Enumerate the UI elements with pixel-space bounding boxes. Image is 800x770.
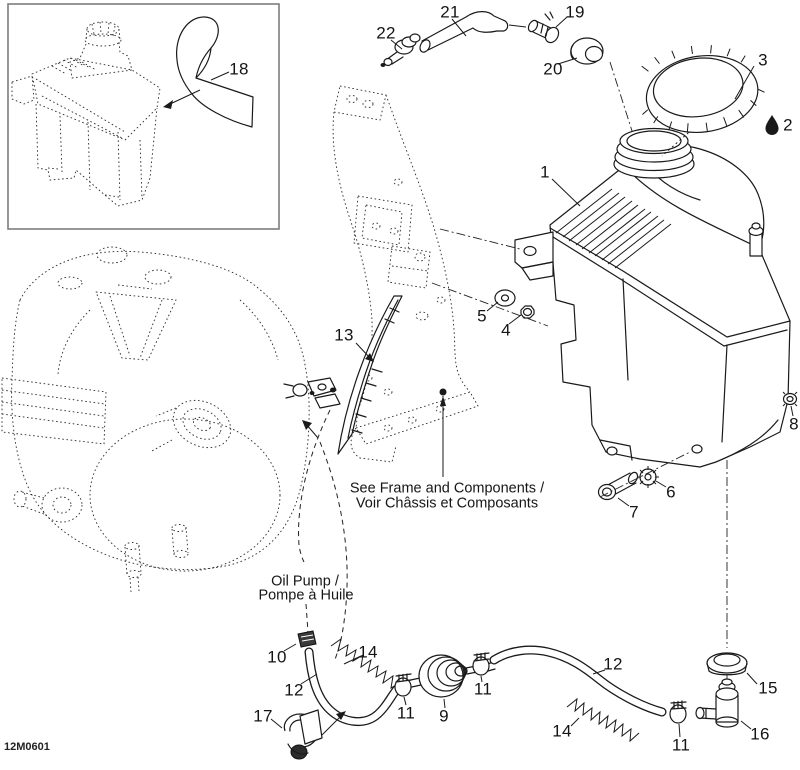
callout-17: 17 [253, 706, 273, 726]
filler-neck [613, 125, 697, 179]
callout-2: 2 [783, 115, 793, 135]
callout-12b: 12 [603, 654, 623, 674]
callout-18: 18 [229, 59, 249, 79]
hose-right-part-12 [489, 645, 667, 717]
callout-12a: 12 [284, 680, 304, 700]
callout-5: 5 [477, 306, 487, 326]
callout-4: 4 [501, 320, 511, 340]
callout-22: 22 [376, 23, 396, 43]
pump-note-line1: Oil Pump / [271, 573, 339, 590]
frame-note-line1: See Frame and Components / [349, 480, 545, 497]
vent-fittings-top [380, 11, 641, 157]
callout-9: 9 [439, 706, 449, 726]
leader-lines [270, 16, 794, 738]
engine-phantom-outline [1, 246, 310, 593]
oil-tank-part-1 [514, 144, 791, 468]
tank-cap-part-3 [641, 45, 765, 134]
nut-part-8 [782, 391, 798, 407]
clamp-part-11c [669, 700, 687, 724]
grommet-part-15 [706, 652, 748, 676]
bolt-part-7 [597, 471, 639, 501]
oil-filter-part-9 [401, 654, 496, 698]
callout-16: 16 [750, 724, 770, 744]
callout-11b: 11 [473, 679, 493, 699]
frame-note-line2: Voir Châssis et Composants [355, 495, 539, 512]
callout-14b: 14 [552, 721, 572, 741]
clamp-part-17 [283, 709, 346, 760]
nut-part-4 [520, 305, 535, 319]
callout-11a: 11 [396, 703, 416, 723]
callout-1: 1 [540, 162, 550, 182]
clamp-part-11b [472, 652, 490, 676]
see-frame-arrow [439, 388, 447, 477]
clamp-part-11a [394, 673, 412, 697]
lock-washer-part-6 [637, 466, 659, 488]
callout-8: 8 [789, 414, 799, 434]
spring-left-part-14 [330, 637, 402, 694]
callout-15: 15 [758, 678, 778, 698]
elbow-fitting-part-16 [695, 678, 739, 728]
document-code: 12M0601 [4, 741, 50, 753]
pump-note-line2: Pompe à Huile [258, 587, 354, 604]
callout-11c: 11 [671, 735, 691, 755]
callout-20: 20 [543, 59, 563, 79]
callout-7: 7 [629, 502, 639, 522]
support-strip-part-13 [337, 295, 403, 455]
clamp-part-10 [297, 630, 317, 648]
oil-pump-assembly [283, 377, 341, 439]
callout-21: 21 [440, 2, 460, 22]
callout-10: 10 [267, 647, 287, 667]
callout-3: 3 [758, 50, 768, 70]
washer-part-5 [494, 289, 516, 307]
spring-right-part-14 [566, 697, 640, 743]
callout-19: 19 [565, 2, 585, 22]
callout-6: 6 [666, 482, 676, 502]
callout-13: 13 [334, 325, 354, 345]
oil-droplet-icon [765, 115, 779, 135]
callout-14a: 14 [358, 642, 378, 662]
inset-oil-tank [11, 21, 161, 207]
inset-install-arrow [163, 71, 230, 109]
hose-left-part-12 [304, 647, 409, 726]
